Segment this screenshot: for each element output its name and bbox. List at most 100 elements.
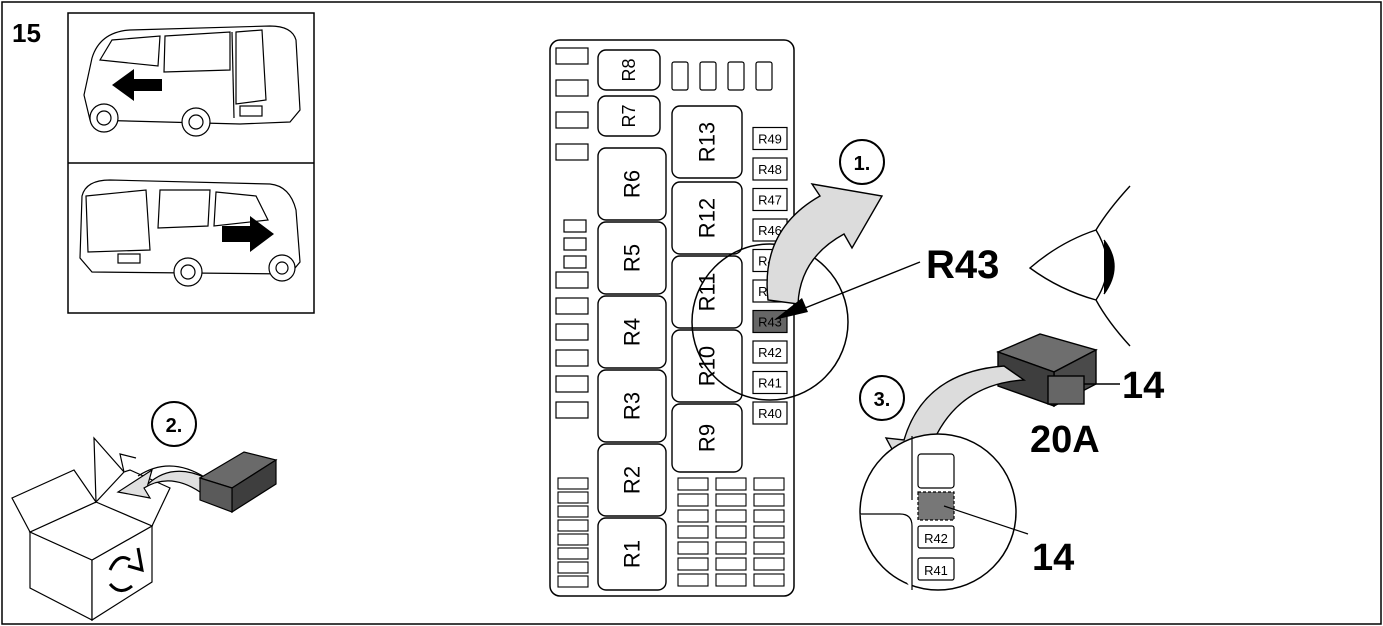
fuse-slot [557, 533, 589, 546]
relay-r13 [671, 105, 743, 179]
top-slot [755, 61, 773, 91]
relay-r47 [752, 187, 788, 212]
fuse-slot [753, 573, 785, 587]
fuse-slot [677, 541, 709, 555]
relay-label-r48: R48 [758, 162, 782, 177]
relay-r4 [597, 295, 667, 369]
relay-r1 [597, 517, 667, 591]
step-3-label: 3. [874, 389, 891, 411]
relay-label-r13: R13 [695, 122, 720, 162]
arrow-left-icon [112, 69, 162, 101]
fuse-slot [557, 519, 589, 532]
left-slot-small [563, 237, 587, 251]
remove-arrow-icon [766, 183, 884, 305]
fuse-slot [677, 493, 709, 507]
zoom-detail [860, 436, 955, 590]
top-slot [699, 61, 717, 91]
fuse-slot [753, 477, 785, 491]
target-relay-label: R43 [926, 243, 999, 287]
return-arrow-icon [116, 468, 207, 499]
relay-r6 [597, 147, 667, 221]
relay-label-r4: R4 [620, 318, 645, 346]
spare-fuse-icon [198, 451, 278, 514]
relay-r8 [597, 49, 661, 91]
fuse-slot [557, 575, 589, 588]
fuse-slot [715, 525, 747, 539]
relay-r12 [671, 181, 743, 255]
part-number-bottom: 14 [1032, 537, 1074, 579]
relay-r3 [597, 369, 667, 443]
fuse-slot [753, 509, 785, 523]
left-slot [555, 271, 589, 289]
left-slot [555, 47, 589, 65]
fuse-slot [715, 493, 747, 507]
step-number: 15 [12, 18, 41, 48]
relay-r9 [671, 403, 743, 473]
relay-r40 [752, 401, 788, 425]
fuse-slot [557, 547, 589, 560]
pointer-arrowhead [774, 298, 808, 320]
left-slot [555, 143, 589, 161]
left-slot [555, 401, 589, 419]
top-slot [727, 61, 745, 91]
left-slot-small [563, 219, 587, 233]
step-1-label: 1. [854, 153, 871, 175]
fuse-slot [715, 557, 747, 571]
magnifier-circle [691, 243, 849, 401]
relay-r42 [752, 340, 788, 364]
fuse-slot [557, 561, 589, 574]
relay-r10 [671, 329, 743, 403]
step-2-label: 2. [166, 415, 183, 437]
relay-label-r40: R40 [758, 406, 782, 421]
arrow-right-icon [222, 216, 274, 252]
fuse-slot [753, 493, 785, 507]
relay-label-r42: R42 [758, 345, 782, 360]
fuse-rating: 20A [1030, 419, 1100, 461]
fuse-slot [557, 491, 589, 504]
relay-r11 [671, 255, 743, 329]
return-arrow-curve [137, 465, 207, 479]
relay-label-r6: R6 [620, 170, 645, 198]
left-slot [555, 375, 589, 393]
part-leader-bottom [943, 505, 1029, 535]
top-slots [671, 61, 773, 91]
fuse-slot [677, 525, 709, 539]
relay-r5 [597, 221, 667, 295]
van-rear-view-icon [79, 179, 301, 287]
zoom-label-r41: R41 [924, 563, 948, 578]
fuse-slot [557, 505, 589, 518]
relay-label-r46: R46 [758, 223, 782, 238]
left-slot [555, 297, 589, 315]
small-relays: R40R41R42R43R44R45R46R47R48R49 [752, 126, 788, 425]
part-number-top: 14 [1122, 365, 1164, 407]
relay-label-r47: R47 [758, 193, 782, 208]
relay-label-r7: R7 [619, 104, 639, 127]
left-slot [555, 111, 589, 129]
step-1-badge [839, 139, 885, 185]
fuse-slot [715, 573, 747, 587]
relay-r2 [597, 443, 667, 517]
step-3-badge [859, 375, 905, 421]
fuse-slot [677, 509, 709, 523]
fuse-slot [677, 477, 709, 491]
fuse-slot [677, 573, 709, 587]
relay-label-r9: R9 [695, 424, 720, 452]
recycle-box-icon [11, 436, 171, 622]
step-2-badge [151, 401, 197, 447]
relay-label-r3: R3 [620, 392, 645, 420]
fuse-slot [715, 541, 747, 555]
van-inset [67, 12, 315, 314]
relay-label-r1: R1 [620, 540, 645, 568]
relay-label-r43: R43 [758, 315, 782, 330]
relay-r43 [752, 309, 788, 334]
fuse-slot [677, 557, 709, 571]
fuse-slot [753, 541, 785, 555]
left-slot [555, 349, 589, 367]
top-slot [671, 61, 689, 91]
relay-label-r49: R49 [758, 132, 782, 147]
relay-label-r5: R5 [620, 244, 645, 272]
